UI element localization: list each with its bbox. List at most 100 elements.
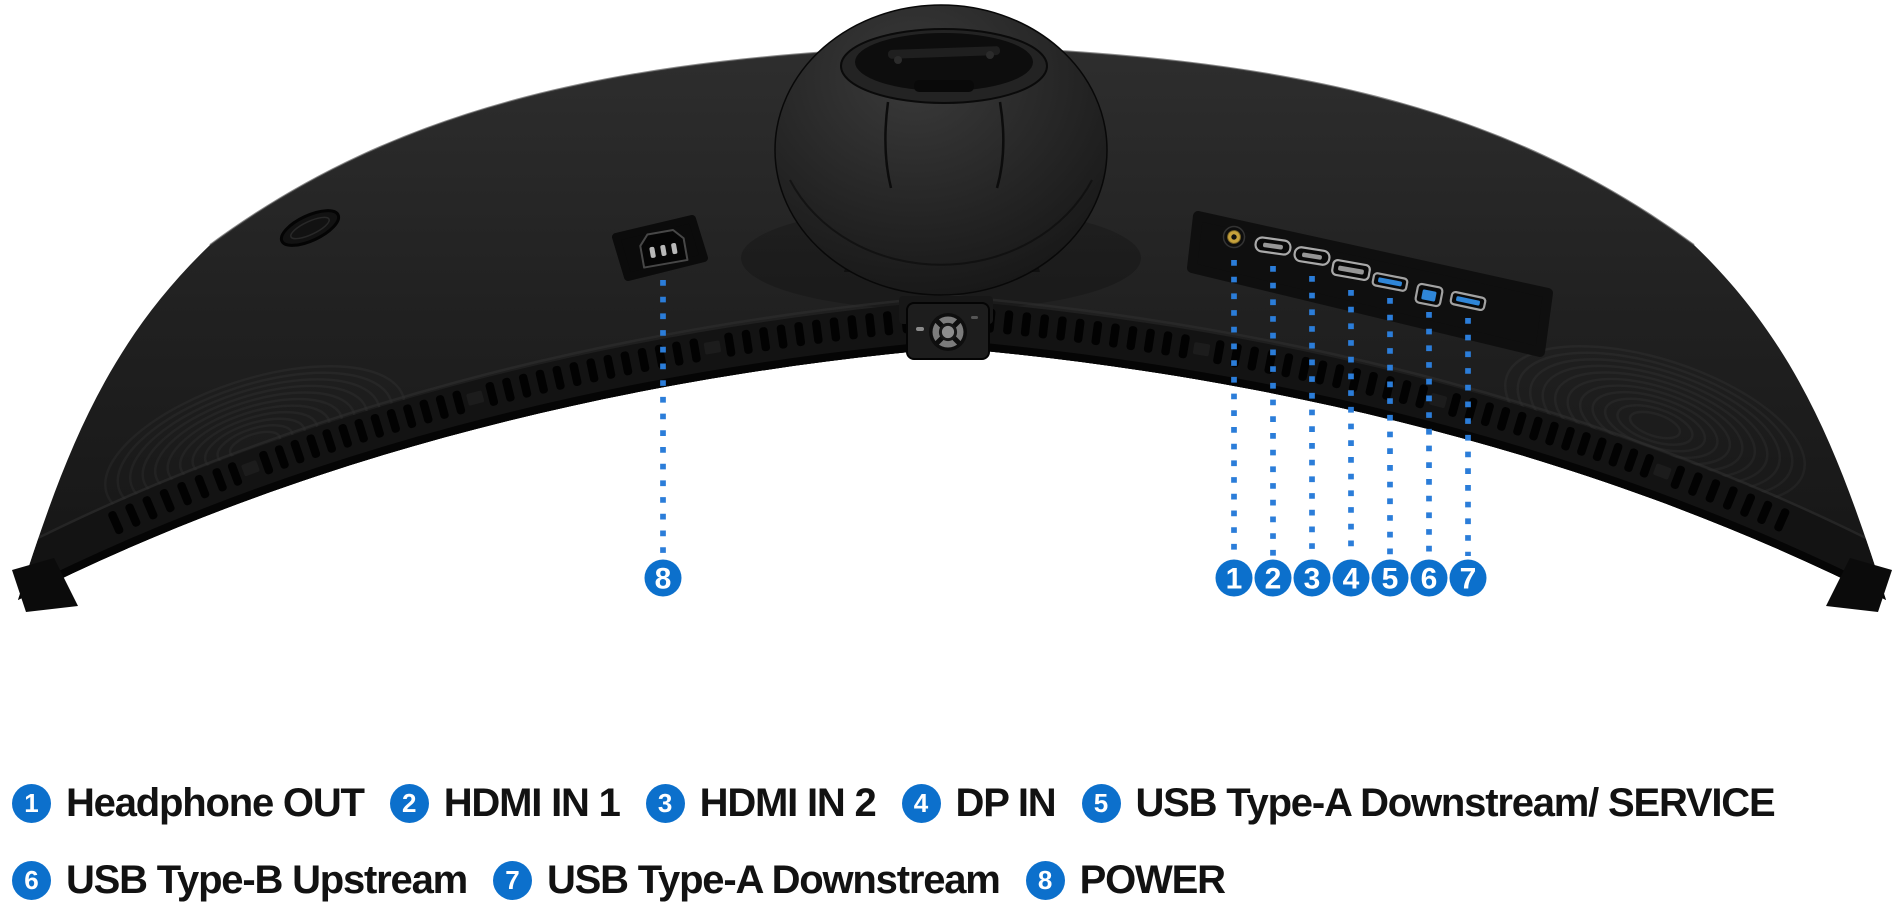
legend-label: USB Type-B Upstream bbox=[66, 857, 468, 902]
vent-slot bbox=[1740, 493, 1756, 517]
vent-slot bbox=[1073, 318, 1085, 343]
vent-slot bbox=[1056, 316, 1067, 341]
vent-slot bbox=[1415, 384, 1429, 409]
vent-slot bbox=[1639, 454, 1654, 478]
callout-marker-number: 5 bbox=[1382, 563, 1399, 596]
legend-row: 6 USB Type-B Upstream 7 USB Type-A Downstre… bbox=[12, 857, 1774, 903]
legend-item: 4 DP IN bbox=[901, 780, 1057, 826]
vent-slot bbox=[108, 511, 124, 535]
vent-slot bbox=[452, 390, 466, 415]
vent-slot bbox=[466, 390, 485, 406]
vent-slot bbox=[290, 439, 305, 464]
callout-marker-number: 1 bbox=[1226, 563, 1243, 596]
vent-slot bbox=[1688, 472, 1703, 496]
usb-b-port-icon bbox=[1414, 282, 1444, 308]
vent-slot bbox=[1109, 323, 1120, 348]
vent-slot bbox=[274, 445, 289, 469]
vent-slot bbox=[1091, 321, 1103, 346]
vent-slot bbox=[1332, 364, 1345, 389]
vent-slot bbox=[518, 373, 532, 398]
callout-marker-number: 4 bbox=[1343, 563, 1360, 596]
port-glyphs bbox=[639, 225, 1487, 312]
vent-slot bbox=[502, 377, 515, 402]
callout-marker: 3 bbox=[1293, 559, 1331, 597]
callout-marker: 5 bbox=[1371, 559, 1409, 597]
legend-label: POWER bbox=[1079, 857, 1226, 902]
legend-number-badge: 6 bbox=[12, 860, 51, 900]
vent-slot bbox=[125, 503, 141, 527]
vent-slot bbox=[1757, 500, 1773, 524]
vent-slot bbox=[689, 338, 701, 363]
legend-label: USB Type-A Downstream/ SERVICE bbox=[1135, 780, 1776, 825]
legend-item: 7 USB Type-A Downstream bbox=[493, 857, 1001, 903]
vent-slot bbox=[306, 434, 321, 458]
usb-a-port-icon bbox=[1371, 272, 1409, 292]
vent-slot bbox=[1213, 340, 1225, 365]
vent-slot bbox=[1464, 397, 1478, 422]
vent-slot bbox=[586, 358, 599, 383]
vent-slot bbox=[1143, 328, 1155, 353]
legend-number-badge: 7 bbox=[493, 860, 532, 900]
jog-controller bbox=[899, 296, 993, 360]
legend-number-badge: 8 bbox=[1025, 860, 1065, 900]
legend-item: 6 USB Type-B Upstream bbox=[12, 857, 468, 903]
vent-slot bbox=[724, 332, 736, 357]
vent-slot bbox=[177, 481, 192, 506]
vent-slot bbox=[829, 317, 841, 342]
right-tip bbox=[1826, 558, 1892, 612]
vent-slot bbox=[1161, 331, 1173, 356]
vent-slot bbox=[1448, 393, 1462, 417]
legend-number-badge: 3 bbox=[645, 783, 685, 823]
legend-label: DP IN bbox=[955, 780, 1057, 825]
legend-label: HDMI IN 1 bbox=[443, 780, 621, 825]
vent-slot bbox=[1480, 402, 1494, 427]
vent-slot bbox=[1722, 486, 1738, 510]
vent-slot bbox=[1513, 411, 1527, 436]
callout-marker: 6 bbox=[1410, 559, 1448, 597]
callout-marker-number: 6 bbox=[1421, 563, 1438, 596]
jog-center-button bbox=[938, 322, 958, 342]
lock-slot-icon bbox=[279, 209, 341, 247]
vent-slot bbox=[776, 324, 788, 349]
vent-slot bbox=[194, 474, 210, 499]
vent-slot bbox=[386, 409, 400, 433]
vent-slot bbox=[1608, 442, 1623, 467]
legend-label: USB Type-A Downstream bbox=[547, 857, 1001, 902]
headphone-jack-icon bbox=[1222, 225, 1246, 249]
vent-slot bbox=[1529, 416, 1543, 441]
vent-slot bbox=[1653, 463, 1672, 480]
vent-slot bbox=[419, 399, 433, 424]
vent-slot bbox=[354, 418, 368, 443]
vent-slot bbox=[1126, 326, 1138, 351]
vent-slot bbox=[882, 311, 894, 336]
power-inlet-icon bbox=[639, 228, 689, 269]
callout-marker: 1 bbox=[1215, 559, 1253, 597]
legend-label: Headphone OUT bbox=[66, 780, 365, 825]
callout-marker: 2 bbox=[1254, 559, 1292, 597]
vent-slot bbox=[865, 313, 876, 338]
vent-slot bbox=[1365, 371, 1378, 396]
hdmi-port-icon bbox=[1254, 236, 1292, 256]
callout-marker-number: 8 bbox=[655, 563, 672, 596]
vent-slot bbox=[1670, 465, 1685, 489]
callout-marker-number: 3 bbox=[1304, 563, 1321, 596]
callout-marker: 7 bbox=[1449, 559, 1487, 597]
vent-slot bbox=[1315, 360, 1328, 385]
callout-marker-number: 7 bbox=[1460, 563, 1477, 596]
vent-slot bbox=[672, 341, 684, 366]
vent-slot bbox=[1561, 426, 1575, 451]
vent-slot bbox=[1192, 342, 1211, 357]
vent-slot bbox=[142, 496, 158, 520]
vent-slot bbox=[1398, 380, 1412, 405]
legend-item: 8 POWER bbox=[1025, 857, 1226, 903]
left-tip bbox=[12, 558, 78, 612]
vent-slot bbox=[338, 423, 352, 448]
legend-number-badge: 4 bbox=[901, 783, 941, 823]
